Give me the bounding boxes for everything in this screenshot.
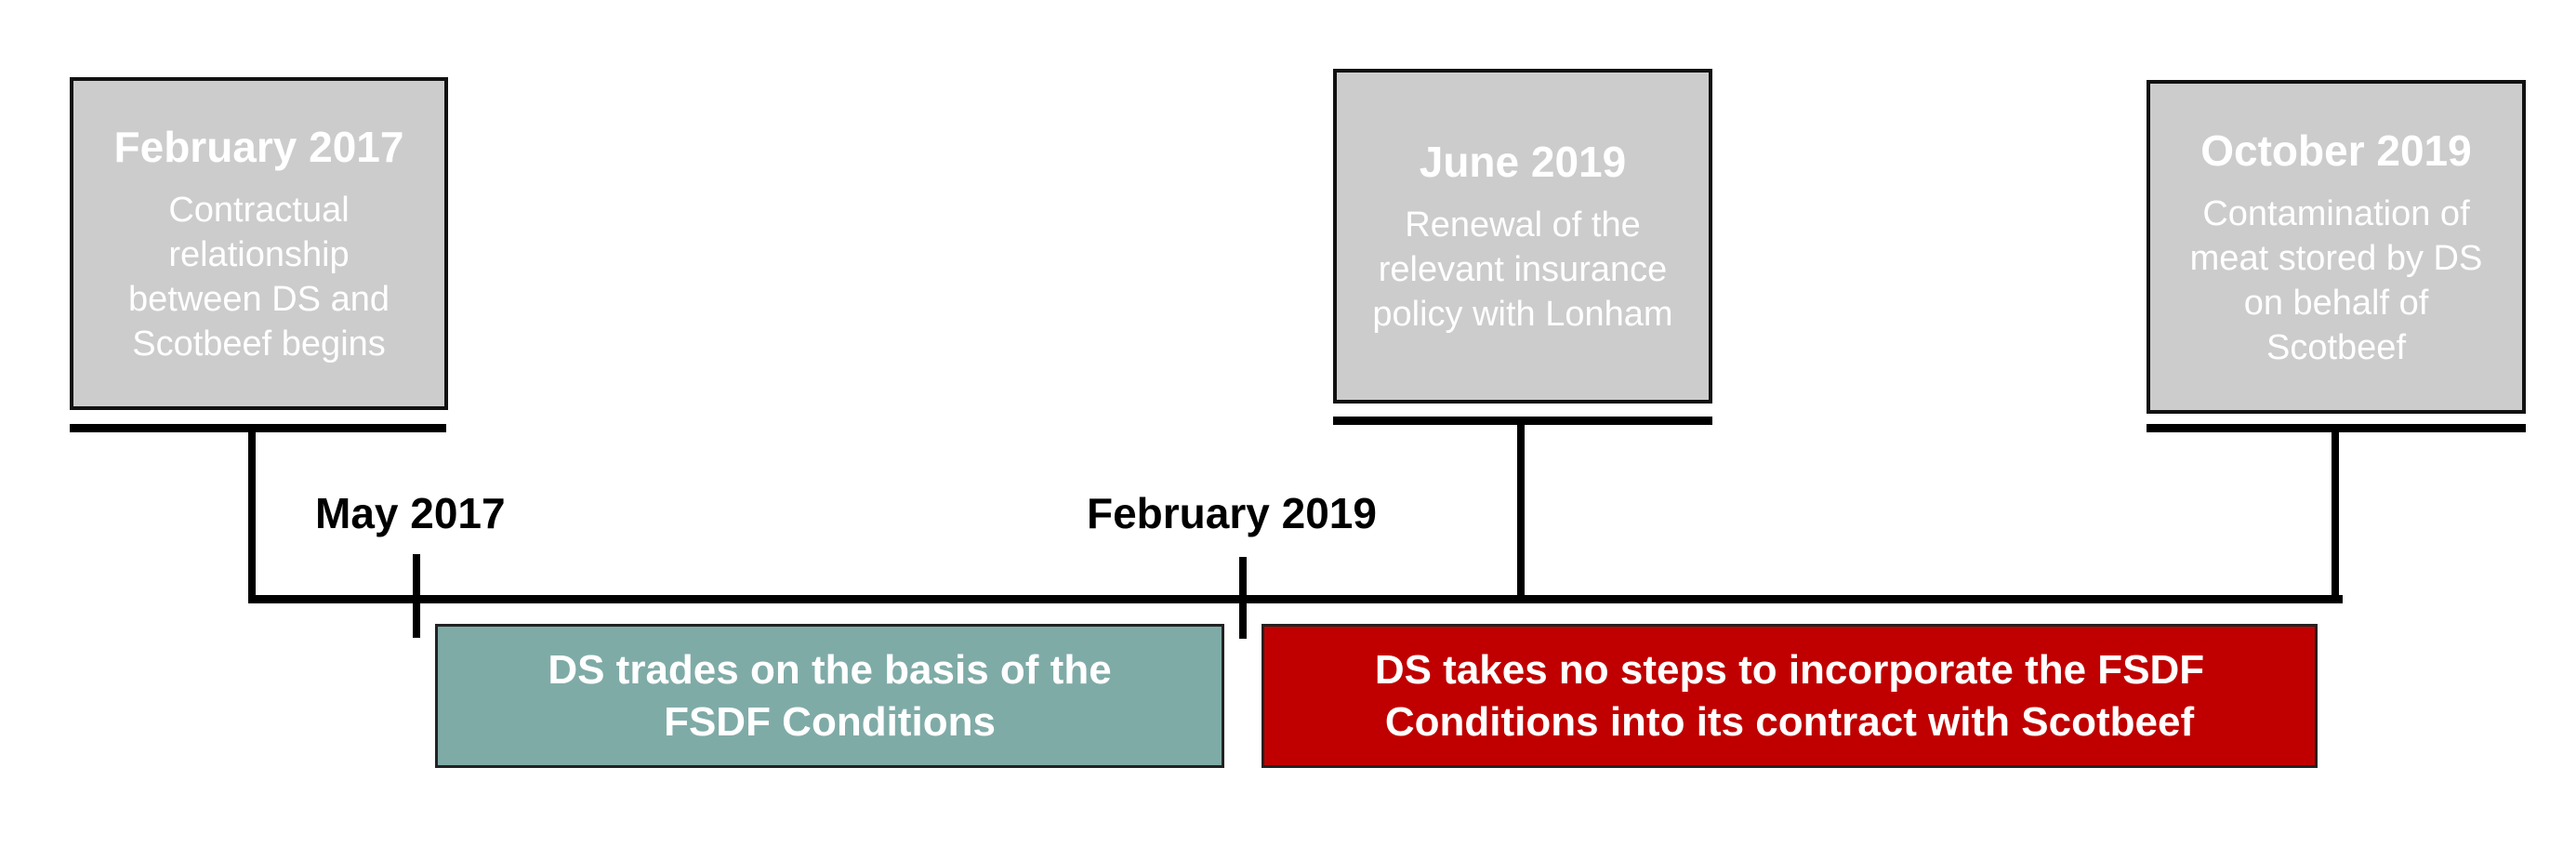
marker-label-may-2017: May 2017 [315,489,506,537]
marker-tick-may-2017 [413,554,420,638]
marker-label-feb-2019: February 2019 [1087,489,1377,537]
event-box-oct-2019: October 2019 Contamination of meat store… [2147,80,2526,414]
marker-tick-feb-2019 [1239,557,1247,639]
event-connector [1517,420,1525,603]
event-title: June 2019 [1419,138,1627,186]
event-title: October 2019 [2200,126,2472,175]
event-box-feb-2017: February 2017 Contractual relationship b… [70,77,448,410]
event-connector [2332,428,2339,603]
period-box-fsdf-trading: DS trades on the basis of the FSDF Condi… [435,624,1224,768]
period-text: DS takes no steps to incorporate the FSD… [1374,646,2205,745]
event-title: February 2017 [113,123,404,171]
period-box-no-steps: DS takes no steps to incorporate the FSD… [1262,624,2318,768]
event-description: Contamination of meat stored by DS on be… [2189,193,2483,367]
event-description: Renewal of the relevant insurance policy… [1372,205,1673,334]
event-connector [248,428,256,603]
event-description: Contractual relationship between DS and … [128,191,390,364]
timeline-axis [248,595,2343,603]
event-base-bar [70,424,446,432]
event-box-june-2019: June 2019 Renewal of the relevant insura… [1333,69,1712,404]
period-text: DS trades on the basis of the FSDF Condi… [548,646,1112,745]
